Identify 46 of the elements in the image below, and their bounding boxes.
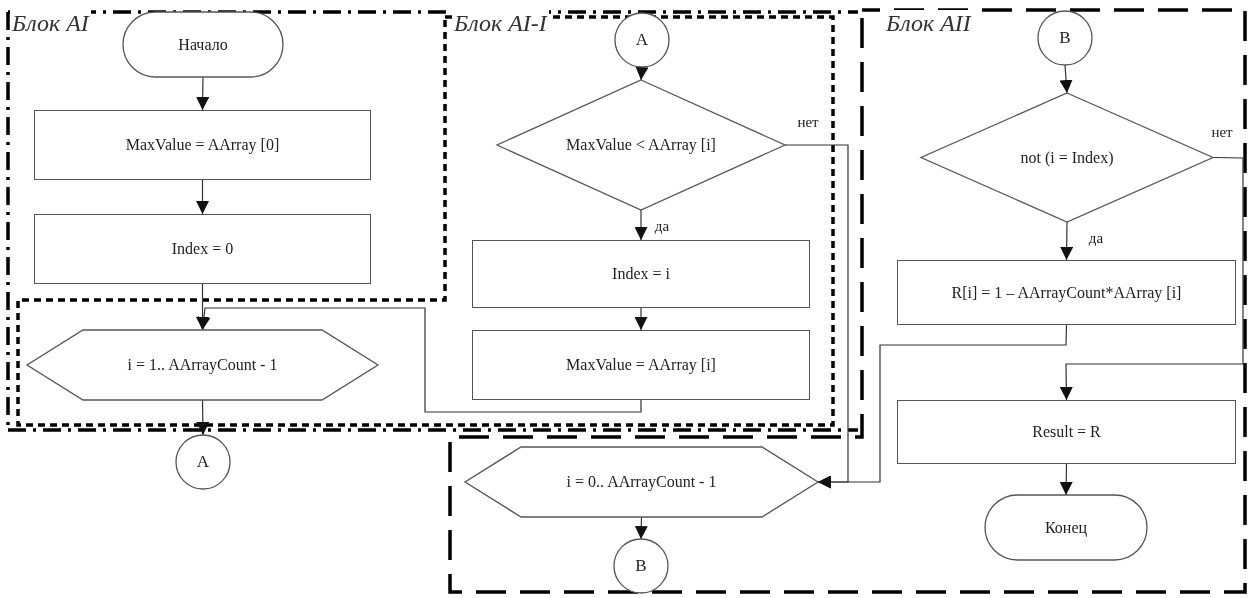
connector-circle [176,435,230,489]
node-label: i = 1.. AArrayCount - 1 [127,356,278,374]
node-label: A [196,452,210,472]
arrow [196,399,210,436]
terminal-shape [985,495,1147,560]
connector-circle [614,539,668,593]
process-box [34,214,371,284]
node-label: Index = i [612,265,670,283]
node-label: Начало [178,35,228,54]
process-box [472,240,810,308]
arrow [1059,156,1244,401]
arrow [1059,463,1073,496]
arrow [197,307,642,413]
node-label: MaxValue = AArray [i] [566,356,716,374]
process-box [472,330,810,400]
arrow [634,307,648,331]
node-label: Result = R [1032,423,1101,441]
loop-hexagon [27,330,378,400]
node-label: Конец [1044,518,1088,537]
node-label: B [635,556,647,576]
connector-circle [1038,11,1092,65]
node-label: Index = 0 [171,240,234,258]
arrow [634,209,648,241]
process-box [897,400,1236,464]
process-box [34,110,371,180]
node-label: MaxValue < AArray [i] [566,136,716,154]
decision-diamond [921,93,1213,222]
node-label: MaxValue = AArray [0] [125,136,280,154]
arrow [196,283,209,331]
node-label: i = 0.. AArrayCount - 1 [566,473,717,491]
loop-hexagon [465,447,818,517]
arrow [1060,221,1074,261]
node-label: R[i] = 1 – AArrayCount*AArray [i] [951,283,1182,302]
arrow [634,516,648,540]
arrow [1059,64,1073,94]
process-box [897,260,1236,325]
connector-circle [615,13,669,67]
terminal-shape [123,12,283,77]
arrow [635,66,649,81]
decision-diamond [497,80,785,210]
arrow [817,324,1068,489]
arrow [196,179,209,215]
arrow [196,76,210,111]
node-label: B [1059,28,1071,48]
node-label: not (i = Index) [1020,148,1114,167]
node-label: A [635,30,649,50]
